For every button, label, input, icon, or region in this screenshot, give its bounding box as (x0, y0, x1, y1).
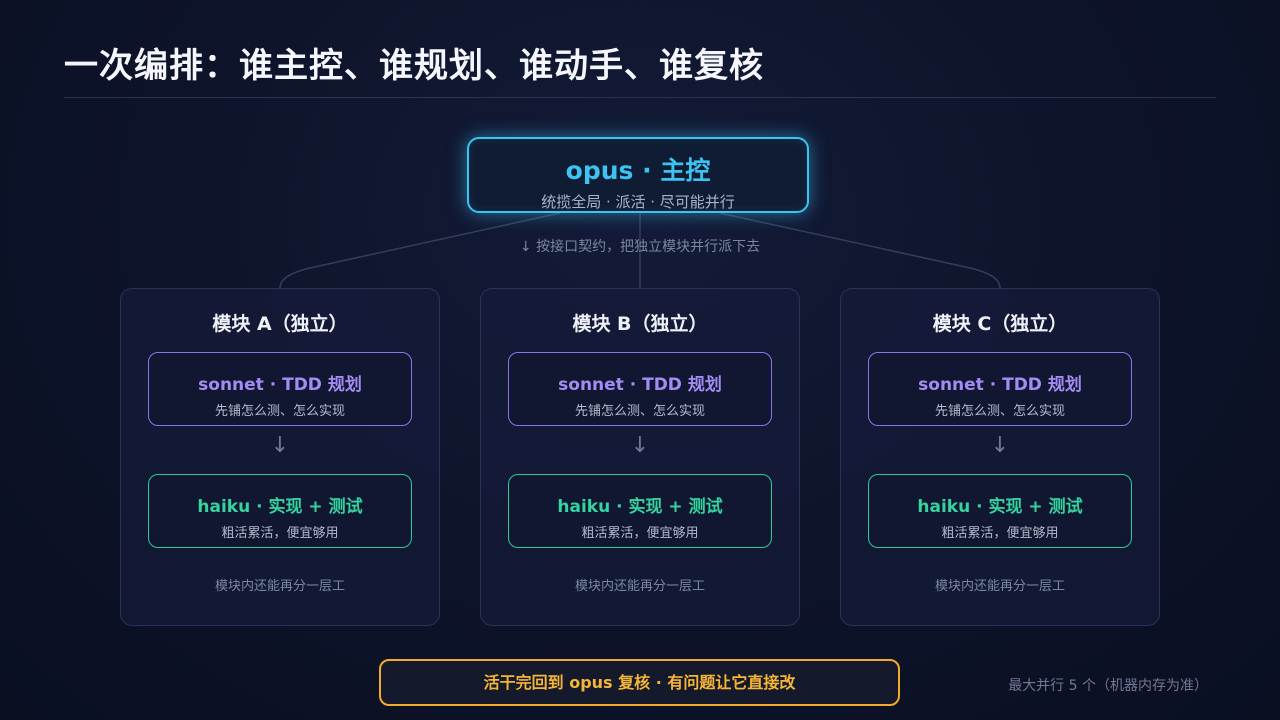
page-title: 一次编排：谁主控、谁规划、谁动手、谁复核 (64, 46, 764, 86)
module-title: 模块 C（独立） (932, 313, 1068, 335)
module-title: 模块 A（独立） (212, 313, 348, 335)
worker-name: haiku · 实现 + 测试 (557, 497, 723, 517)
module-card-a: 模块 A（独立） sonnet · TDD 规划 先铺怎么测、怎么实现 ↓ ha… (120, 288, 440, 626)
worker-node: haiku · 实现 + 测试 粗活累活，便宜够用 (508, 474, 772, 548)
planner-node: sonnet · TDD 规划 先铺怎么测、怎么实现 (148, 352, 412, 426)
worker-node: haiku · 实现 + 测试 粗活累活，便宜够用 (868, 474, 1132, 548)
planner-desc: 先铺怎么测、怎么实现 (574, 404, 705, 419)
parallel-limit-note: 最大并行 5 个（机器内存为准） (1008, 678, 1208, 694)
down-arrow-icon: ↓ (990, 433, 1010, 458)
worker-desc: 粗活累活，便宜够用 (221, 526, 339, 541)
planner-name: sonnet · TDD 规划 (918, 375, 1082, 395)
down-arrow-icon: ↓ (630, 433, 650, 458)
worker-name: haiku · 实现 + 测试 (917, 497, 1083, 517)
module-title: 模块 B（独立） (572, 313, 708, 335)
worker-desc: 粗活累活，便宜够用 (581, 526, 699, 541)
review-node: 活干完回到 opus 复核 · 有问题让它直接改 (379, 659, 900, 706)
planner-desc: 先铺怎么测、怎么实现 (934, 404, 1065, 419)
module-card-c: 模块 C（独立） sonnet · TDD 规划 先铺怎么测、怎么实现 ↓ ha… (840, 288, 1160, 626)
worker-desc: 粗活累活，便宜够用 (941, 526, 1059, 541)
planner-desc: 先铺怎么测、怎么实现 (214, 404, 345, 419)
planner-name: sonnet · TDD 规划 (558, 375, 722, 395)
worker-node: haiku · 实现 + 测试 粗活累活，便宜够用 (148, 474, 412, 548)
module-card-b: 模块 B（独立） sonnet · TDD 规划 先铺怎么测、怎么实现 ↓ ha… (480, 288, 800, 626)
module-footer: 模块内还能再分一层工 (214, 579, 345, 594)
worker-name: haiku · 实现 + 测试 (197, 497, 363, 517)
planner-name: sonnet · TDD 规划 (198, 375, 362, 395)
title-divider (64, 97, 1216, 98)
controller-subtitle: 统揽全局 · 派活 · 尽可能并行 (541, 193, 735, 211)
module-footer: 模块内还能再分一层工 (574, 579, 705, 594)
controller-title: opus · 主控 (565, 156, 711, 185)
planner-node: sonnet · TDD 规划 先铺怎么测、怎么实现 (868, 352, 1132, 426)
planner-node: sonnet · TDD 规划 先铺怎么测、怎么实现 (508, 352, 772, 426)
module-footer: 模块内还能再分一层工 (934, 579, 1065, 594)
controller-node: opus · 主控 统揽全局 · 派活 · 尽可能并行 (467, 137, 809, 213)
dispatch-label: ↓ 按接口契约，把独立模块并行派下去 (519, 239, 761, 255)
down-arrow-icon: ↓ (270, 433, 290, 458)
